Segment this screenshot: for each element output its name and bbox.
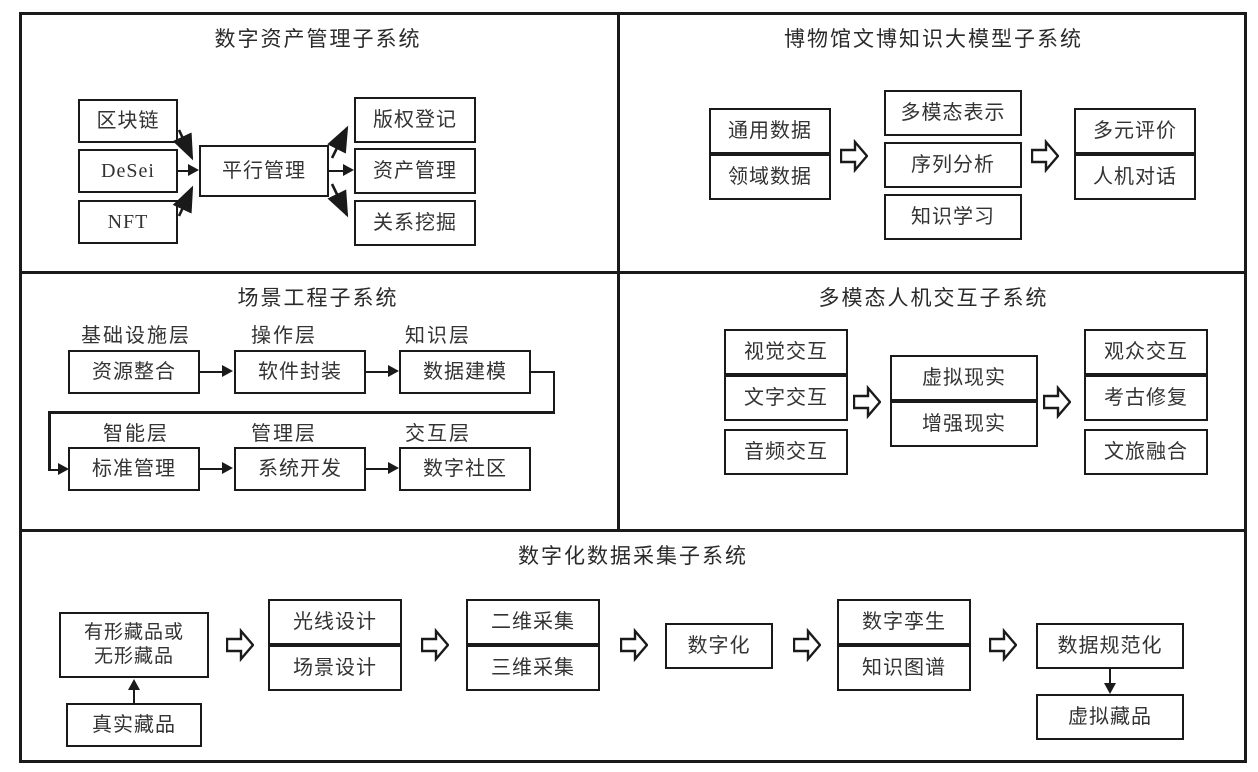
block-arrow-middle-to-outputs <box>1031 139 1059 173</box>
node-virtual-reality[interactable]: 虚拟现实 <box>890 355 1038 401</box>
block-arrow-design-to-capture <box>421 628 449 662</box>
layer-label-infrastructure: 基础设施层 <box>81 325 191 347</box>
arrowhead-desei-to-hub <box>188 164 199 176</box>
connector-desei-to-hub <box>178 169 188 172</box>
collection-label-line2: 无形藏品 <box>93 646 174 667</box>
node-resource-integration[interactable]: 资源整合 <box>68 350 200 394</box>
arrowhead-feedback-to-standard <box>58 463 69 475</box>
arrowhead-system-to-community <box>388 462 399 474</box>
node-real-collection[interactable]: 真实藏品 <box>66 703 202 747</box>
layer-label-operation: 操作层 <box>251 325 317 347</box>
node-audience-interaction[interactable]: 观众交互 <box>1084 329 1208 375</box>
node-knowledge-graph[interactable]: 知识图谱 <box>837 645 971 691</box>
block-arrow-data-to-middle <box>840 139 868 173</box>
feedback-segment-into-standard <box>48 468 60 471</box>
block-arrow-collection-to-design <box>226 628 254 662</box>
block-arrow-modeling-to-normalize <box>989 628 1017 662</box>
arrowhead-real-to-tangible <box>128 679 140 690</box>
node-multimodal-representation[interactable]: 多模态表示 <box>884 90 1022 136</box>
layer-label-interaction: 交互层 <box>405 423 471 445</box>
layer-label-management: 管理层 <box>251 423 317 445</box>
block-arrow-capture-to-digitize <box>620 628 648 662</box>
connector-resource-to-software <box>200 370 222 373</box>
block-arrow-digitize-to-modeling <box>793 628 821 662</box>
node-light-design[interactable]: 光线设计 <box>268 599 402 645</box>
node-3d-capture[interactable]: 三维采集 <box>466 645 600 691</box>
collection-label-line1: 有形藏品或 <box>83 622 184 644</box>
node-domain-data[interactable]: 领域数据 <box>709 154 831 200</box>
node-data-modeling[interactable]: 数据建模 <box>399 350 531 394</box>
arrowhead-resource-to-software <box>222 365 233 377</box>
section-title-digital-data-collection: 数字化数据采集子系统 <box>518 544 748 568</box>
arrowhead-normalize-to-virtual <box>1104 683 1116 694</box>
node-parallel-management[interactable]: 平行管理 <box>199 145 329 197</box>
section-title-digital-asset-management: 数字资产管理子系统 <box>214 27 422 51</box>
horizontal-divider-2 <box>19 529 1247 532</box>
node-scene-design[interactable]: 场景设计 <box>268 645 402 691</box>
layer-label-knowledge: 知识层 <box>405 325 471 347</box>
node-general-data[interactable]: 通用数据 <box>709 108 831 154</box>
connector-real-to-tangible <box>132 690 135 705</box>
node-visual-interaction[interactable]: 视觉交互 <box>724 329 848 375</box>
node-archaeological-restoration[interactable]: 考古修复 <box>1084 375 1208 421</box>
connector-normalize-to-virtual <box>1108 669 1111 685</box>
section-title-museum-knowledge-llm: 博物馆文博知识大模型子系统 <box>784 27 1083 51</box>
node-2d-capture[interactable]: 二维采集 <box>466 599 600 645</box>
node-standard-management[interactable]: 标准管理 <box>68 447 200 491</box>
connector-standard-to-system <box>200 467 222 470</box>
node-augmented-reality[interactable]: 增强现实 <box>890 401 1038 447</box>
feedback-segment-bottom <box>48 411 555 414</box>
node-human-machine-dialogue[interactable]: 人机对话 <box>1074 154 1196 200</box>
node-relation-mining[interactable]: 关系挖掘 <box>354 200 476 246</box>
node-tangible-intangible-collection[interactable]: 有形藏品或 无形藏品 <box>59 612 209 678</box>
arrowhead-standard-to-system <box>222 462 233 474</box>
layer-label-intelligence: 智能层 <box>103 423 169 445</box>
arrowhead-software-to-datamodeling <box>388 365 399 377</box>
node-text-interaction[interactable]: 文字交互 <box>724 375 848 421</box>
section-title-multimodal-interaction: 多模态人机交互子系统 <box>818 286 1049 310</box>
section-title-scene-engineering: 场景工程子系统 <box>237 286 399 310</box>
node-copyright-registration[interactable]: 版权登记 <box>354 97 476 143</box>
node-multi-evaluation[interactable]: 多元评价 <box>1074 108 1196 154</box>
feedback-segment-top <box>529 370 555 373</box>
node-system-development[interactable]: 系统开发 <box>234 447 366 491</box>
node-digital-twin[interactable]: 数字孪生 <box>837 599 971 645</box>
node-digitization[interactable]: 数字化 <box>665 623 773 669</box>
node-culture-tourism-fusion[interactable]: 文旅融合 <box>1084 429 1208 475</box>
feedback-segment-left <box>48 411 51 470</box>
connector-system-to-community <box>366 467 388 470</box>
node-desei[interactable]: DeSei <box>78 149 178 193</box>
node-virtual-collection[interactable]: 虚拟藏品 <box>1036 694 1184 740</box>
arrowhead-hub-to-asset-management <box>343 164 354 176</box>
node-software-encapsulation[interactable]: 软件封装 <box>234 350 366 394</box>
connector-software-to-datamodeling <box>366 370 388 373</box>
outer-frame <box>19 12 1247 763</box>
horizontal-divider-1 <box>19 271 1247 274</box>
node-sequence-analysis[interactable]: 序列分析 <box>884 142 1022 188</box>
node-data-normalization[interactable]: 数据规范化 <box>1036 623 1184 669</box>
node-nft[interactable]: NFT <box>78 200 178 244</box>
node-asset-management[interactable]: 资产管理 <box>354 148 476 194</box>
block-arrow-reality-to-outputs <box>1043 385 1071 419</box>
node-knowledge-learning[interactable]: 知识学习 <box>884 194 1022 240</box>
node-digital-community[interactable]: 数字社区 <box>399 447 531 491</box>
block-arrow-inputs-to-reality <box>853 385 881 419</box>
feedback-segment-right <box>552 370 555 414</box>
connector-hub-to-asset-management <box>329 169 343 172</box>
node-audio-interaction[interactable]: 音频交互 <box>724 429 848 475</box>
node-blockchain[interactable]: 区块链 <box>78 99 178 143</box>
